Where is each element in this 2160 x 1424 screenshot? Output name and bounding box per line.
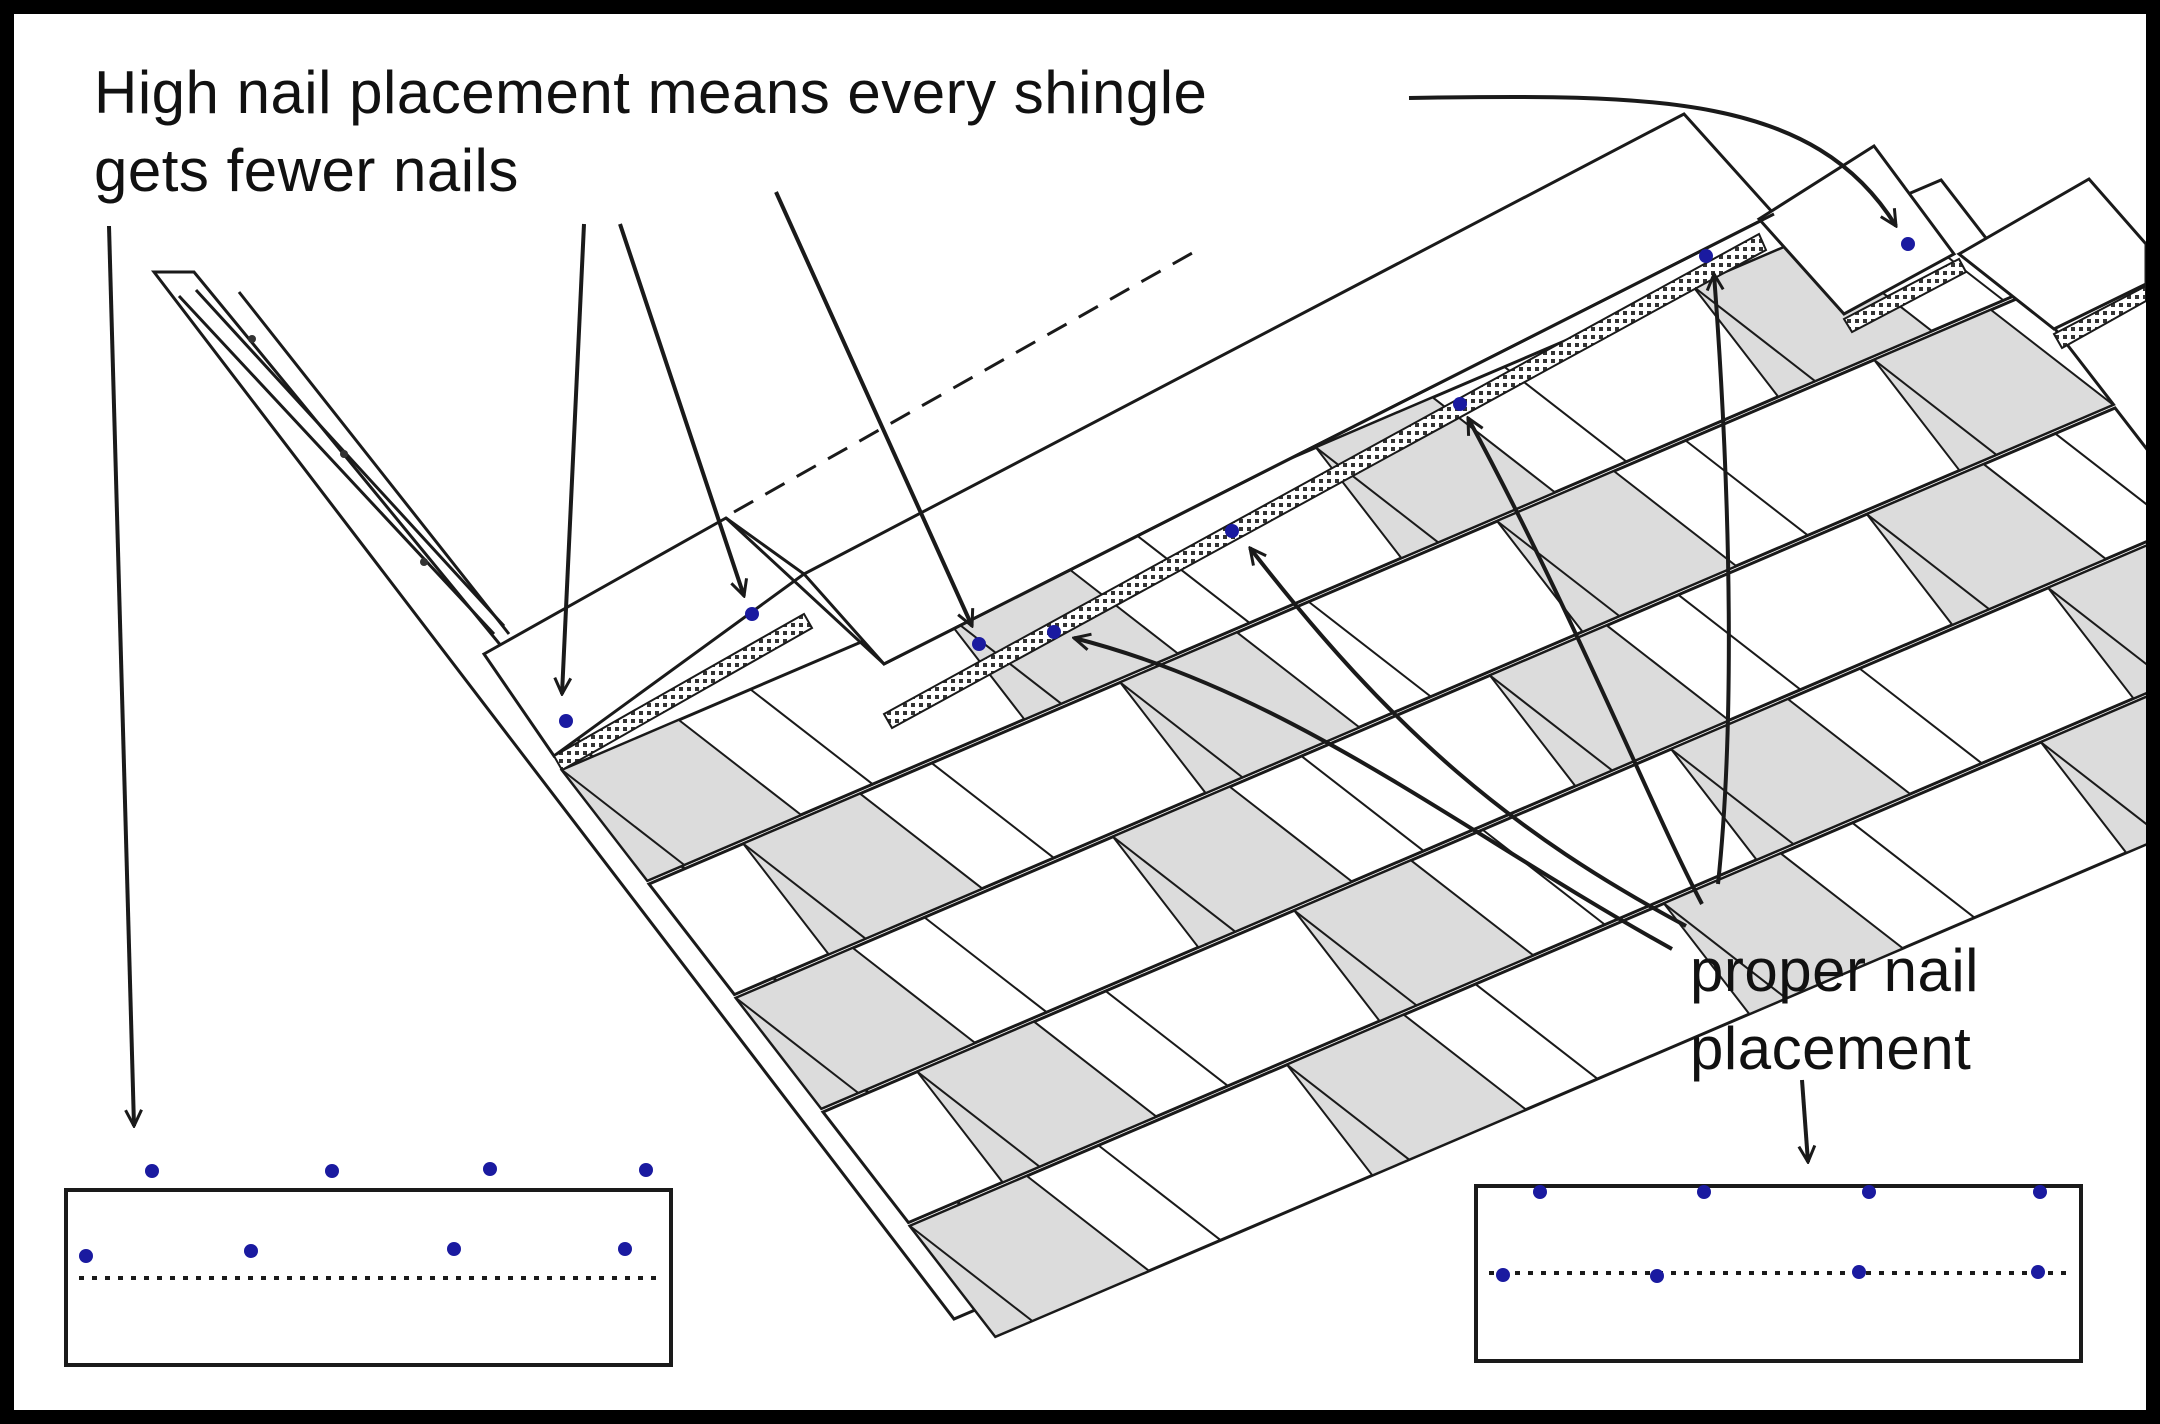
- shingle-cutout-line: [1858, 667, 1983, 765]
- shingle-tab-shade: [734, 946, 977, 1110]
- shingle-cutout-line: [1105, 990, 1229, 1087]
- dashed-guide-line: [733, 250, 1195, 514]
- shingle-cutout-line: [2054, 432, 2146, 506]
- shingle-cutout-line: [1851, 822, 1976, 919]
- shingle-cutout-line: [2047, 587, 2146, 666]
- shingle-cutout-line: [1293, 909, 1417, 1007]
- shingle-tab-shade: [1669, 697, 1913, 861]
- inset-high-placement: [64, 1162, 673, 1367]
- inset-proper-placement: [1474, 1184, 2083, 1363]
- shingle-cutout-line: [1097, 1144, 1222, 1242]
- shingle-tab-shade: [915, 1020, 1159, 1184]
- rake-nails: [248, 335, 428, 566]
- shingle-cutout-line: [735, 997, 859, 1094]
- shingle-cutout-line: [1126, 527, 1251, 624]
- shingle-cutout-line: [561, 769, 685, 866]
- shingle-tab-shade: [1285, 1013, 1528, 1177]
- proper-placement-caption-line1: proper nail: [1690, 937, 1980, 1004]
- shingle-tab-shade: [1292, 859, 1536, 1023]
- shingle-cutout-line: [1315, 446, 1439, 544]
- high-placement-caption-line2: gets fewer nails: [94, 137, 519, 204]
- shingle-cutout-line: [1677, 594, 1802, 691]
- proper-placement-caption-line2: placement: [1690, 1015, 1972, 1082]
- shingle-cutout-line: [931, 762, 1055, 859]
- shingle-cutout-line: [742, 842, 867, 940]
- figure-panel: High nail placement means every shingle …: [14, 14, 2146, 1410]
- shingle-tab-shade: [560, 718, 803, 882]
- shingle-courses: [559, 178, 2146, 1339]
- shingle-tab-shade: [1662, 852, 1905, 1016]
- shingle-tab-shade: [1872, 308, 2116, 472]
- roof-deck: [150, 270, 2146, 1321]
- shingle-cutout-line: [923, 916, 1048, 1014]
- shingle-cutout-line: [1866, 513, 1990, 610]
- shingle-cutout-line: [916, 1070, 1041, 1168]
- shingle-tab-shade: [1314, 396, 1557, 560]
- shingle-cutout-line: [1474, 983, 1599, 1080]
- shingle-tab-shade: [908, 1174, 1151, 1338]
- sealant-strips: [552, 232, 2146, 772]
- high-placement-caption-line1: High nail placement means every shingle: [94, 59, 1208, 126]
- roof-diagram: [64, 94, 2146, 1367]
- shingle-cutout-line: [1300, 755, 1425, 852]
- shingle-tab-shade: [741, 792, 985, 956]
- shingle-cutout-line: [1112, 835, 1236, 933]
- shingle-cutout-line: [1119, 681, 1243, 779]
- shingle-cutout-line: [749, 688, 874, 786]
- shingle-cutout-line: [1286, 1063, 1410, 1161]
- shingle-tab-shade: [1691, 235, 1934, 398]
- roof-nails: [559, 237, 1915, 728]
- shingle-cutout-line: [1684, 439, 1809, 537]
- shingle-cutout-line: [1670, 748, 1794, 845]
- shingle-cutout-line: [2040, 741, 2146, 826]
- shingle-cutout-line: [909, 1225, 1033, 1322]
- shingle-cutout-line: [1482, 828, 1606, 926]
- shingle-cutout-line: [1873, 359, 1997, 456]
- shingle-tab-shade: [2046, 544, 2146, 700]
- top-shingles: [481, 112, 2146, 759]
- shingle-tab-shade: [1865, 463, 2108, 626]
- shingle-cutout-line: [1489, 674, 1613, 772]
- pointer-arrows: [107, 94, 1896, 1162]
- shingle-cutout-line: [1496, 520, 1620, 617]
- shingle-cutout-line: [1692, 285, 1816, 382]
- shingle-tab-shade: [2039, 696, 2146, 854]
- shingle-cutout-line: [1308, 600, 1432, 698]
- shingle-cutout-line: [1663, 902, 1787, 1000]
- shingle-tab-shade: [1111, 785, 1354, 949]
